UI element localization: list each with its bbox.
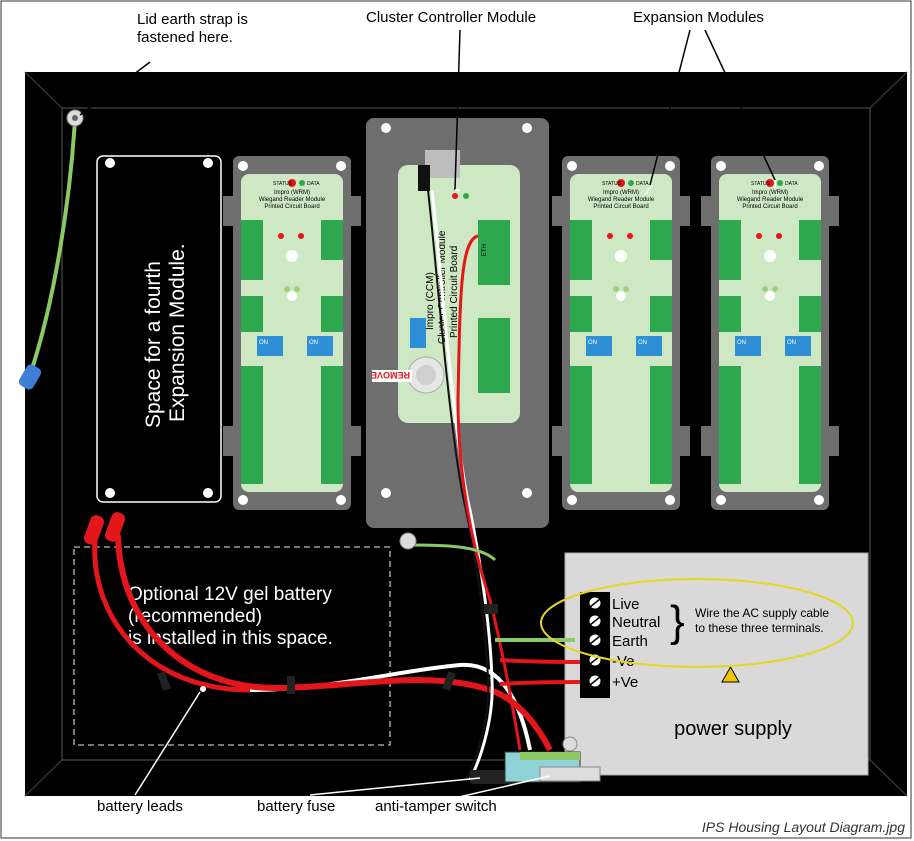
space-label-line1: Space for a fourth (142, 261, 165, 428)
ac-note-line1: Wire the AC supply cable (695, 606, 829, 620)
power-supply-title: power supply (674, 718, 792, 740)
wrm2-title-1: Impro (WRM) (603, 190, 639, 196)
wrm3-data: DATA (785, 181, 798, 187)
wrm1-title-3: Printed Circuit Board (264, 204, 319, 210)
wrm3-dip-on-left: ON (737, 340, 746, 346)
wrm3-title-1: Impro (WRM) (752, 190, 788, 196)
space-label-line2: Expansion Module. (166, 243, 189, 422)
wrm1-data: DATA (307, 181, 320, 187)
wrm1-dip-on-left: ON (259, 340, 268, 346)
ac-note-line2: to these three terminals. (695, 621, 824, 635)
wrm2-dip-on-right: ON (638, 340, 647, 346)
footer-filename: IPS Housing Layout Diagram.jpg (702, 819, 905, 835)
callout-battery-fuse: battery fuse (257, 798, 335, 815)
curly-brace: } (670, 597, 685, 646)
terminal-label: Earth (612, 633, 648, 650)
wrm2-title-3: Printed Circuit Board (593, 204, 648, 210)
ccm-title-3: Printed Circuit Board (449, 246, 460, 338)
battery-text-line2: (recommended) (128, 606, 262, 627)
wrm3-title-2: Wiegand Reader Module (737, 197, 804, 203)
ve-pos-wire (499, 680, 581, 686)
wrm-module-1-labels: STATUS DATA Impro (WRM) Wiegand Reader M… (259, 181, 326, 346)
callout-tamper: anti-tamper switch (375, 798, 497, 815)
wrm1-status: STATUS (273, 181, 293, 187)
screw-slot (589, 598, 601, 608)
fourth-module-space: Space for a fourth Expansion Module. (96, 155, 222, 503)
wrm3-status: STATUS (751, 181, 771, 187)
callout-lid-strap-line1: Lid earth strap is (137, 11, 248, 28)
callout-battery-leads: battery leads (97, 798, 183, 815)
battery-text-line3: is installed in this space. (128, 628, 333, 649)
screw-slot (589, 676, 601, 686)
wrm2-title-2: Wiegand Reader Module (588, 197, 655, 203)
wrm-module-2-labels: STATUS DATA Impro (WRM) Wiegand Reader M… (588, 181, 655, 346)
wrm2-status: STATUS (602, 181, 622, 187)
battery-text-line1: Optional 12V gel battery (128, 584, 332, 605)
ac-terminal-highlight (540, 578, 854, 668)
ccm-remove-label: REMOVE (371, 370, 410, 380)
ccm-title-1: Impro (CCM) (425, 272, 436, 330)
wrm1-title-2: Wiegand Reader Module (259, 197, 326, 203)
battery-leads (83, 512, 553, 752)
wrm1-dip-on-right: ON (309, 340, 318, 346)
ccm-eth-label: ETH (482, 244, 488, 256)
wrm-module-3-labels: STATUS DATA Impro (WRM) Wiegand Reader M… (737, 181, 804, 346)
ve-neg-wire (499, 658, 581, 664)
battery-area: Optional 12V gel battery (recommended) i… (73, 546, 391, 746)
terminal-label: Live (612, 596, 640, 613)
wrm3-dip-on-right: ON (787, 340, 796, 346)
callout-lines (79, 29, 776, 807)
lid-earth-strap (18, 109, 84, 390)
callout-expansion: Expansion Modules (633, 9, 764, 26)
anti-tamper-switch (504, 736, 601, 783)
wrm3-title-3: Printed Circuit Board (742, 204, 797, 210)
wrm2-dip-on-left: ON (588, 340, 597, 346)
terminal-label: Neutral (612, 614, 660, 631)
callout-ccm: Cluster Controller Module (366, 9, 536, 26)
callout-lid-strap-line2: fastened here. (137, 29, 233, 46)
screw-slot (589, 616, 601, 626)
screw-slot (589, 635, 601, 645)
ccm-module: REMOVE ETH Impro (CCM) Cluster Controlle… (366, 118, 549, 528)
wrm1-title-1: Impro (WRM) (274, 190, 310, 196)
wrm2-data: DATA (636, 181, 649, 187)
terminal-label: +Ve (612, 674, 638, 691)
